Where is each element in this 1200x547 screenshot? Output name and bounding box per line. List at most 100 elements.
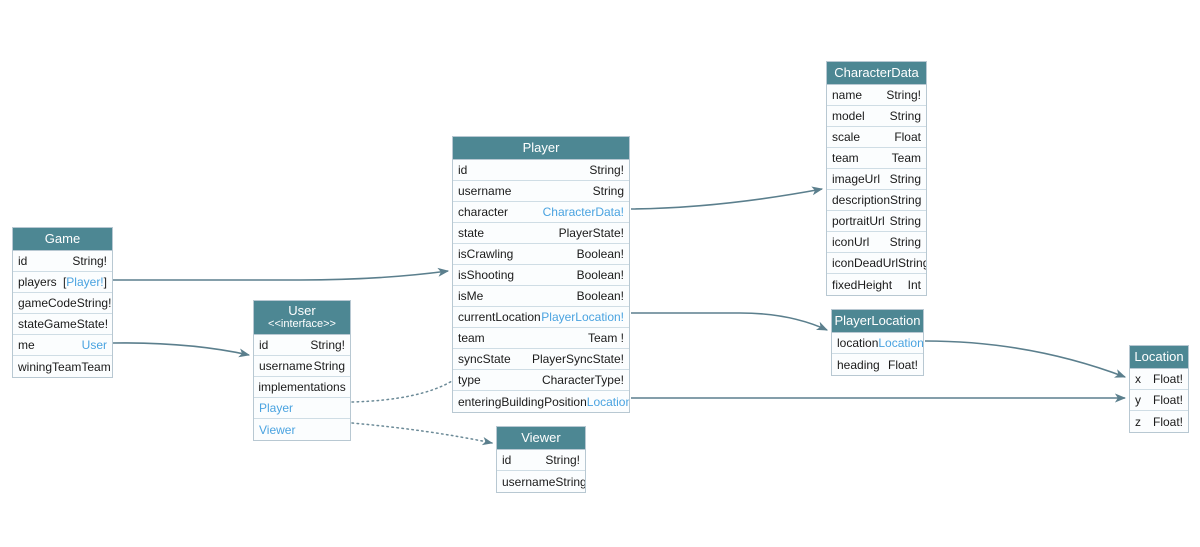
entity-user-stereotype: <<interface>> (268, 318, 336, 330)
field-row[interactable]: name String! (827, 85, 926, 106)
field-row[interactable]: iconDeadUrl String (827, 253, 926, 274)
field-type: String! (72, 254, 107, 268)
implementations-text: implementations (258, 380, 346, 394)
field-name: username (458, 184, 512, 198)
field-name: iconDeadUrl (832, 256, 899, 270)
field-row[interactable]: description String (827, 190, 926, 211)
field-row[interactable]: scale Float (827, 127, 926, 148)
field-row[interactable]: y Float! (1130, 390, 1188, 411)
field-row[interactable]: id String! (254, 335, 350, 356)
field-type: Float (894, 130, 921, 144)
entity-location-title: Location (1130, 346, 1188, 369)
field-name: team (458, 331, 485, 345)
field-name: scale (832, 130, 861, 144)
field-type: Float! (887, 357, 918, 372)
field-name: username (259, 359, 313, 373)
field-row[interactable]: isShooting Boolean! (453, 265, 629, 286)
bracket-close: ] (103, 275, 107, 289)
field-row[interactable]: id String! (453, 160, 629, 181)
field-row[interactable]: id String! (13, 251, 112, 272)
field-row[interactable]: winingTeam Team (13, 356, 112, 377)
field-name: imageUrl (832, 172, 881, 186)
field-type-link[interactable]: PlayerLocation! (541, 310, 624, 324)
edge-game-me-to-user (112, 342, 251, 358)
field-row[interactable]: players [Player!] (13, 272, 112, 293)
field-name: username (502, 474, 556, 489)
field-name: model (832, 109, 865, 123)
field-type-link[interactable]: Player! (66, 275, 104, 289)
field-row[interactable]: username String (254, 356, 350, 377)
edge-user-viewer-implementation (351, 422, 494, 446)
field-row[interactable]: iconUrl String (827, 232, 926, 253)
field-row[interactable]: team Team ! (453, 328, 629, 349)
field-name: location (837, 336, 879, 350)
field-type: [Player!] (63, 275, 107, 289)
field-row[interactable]: type CharacterType! (453, 370, 629, 391)
field-row[interactable]: fixedHeight Int (827, 274, 926, 295)
entity-user-title: User <<interface>> (254, 301, 350, 335)
field-type-link[interactable]: User (81, 338, 107, 352)
field-type: String (592, 184, 624, 198)
implementation-row[interactable]: Viewer (254, 419, 350, 440)
entity-viewer-title: Viewer (497, 427, 585, 450)
field-name: syncState (458, 352, 511, 366)
field-row[interactable]: x Float! (1130, 369, 1188, 390)
field-name: state (458, 226, 485, 240)
field-type-link[interactable]: CharacterData! (542, 205, 624, 219)
field-name: players (18, 275, 57, 289)
implementation-link-viewer[interactable]: Viewer (259, 422, 296, 437)
field-type: String (313, 359, 345, 373)
entity-characterdata[interactable]: CharacterData name String! model String … (826, 61, 927, 296)
implementation-link-player[interactable]: Player (259, 401, 294, 415)
field-row[interactable]: username String (453, 181, 629, 202)
field-row[interactable]: character CharacterData! (453, 202, 629, 223)
entity-characterdata-title: CharacterData (827, 62, 926, 85)
entity-playerlocation[interactable]: PlayerLocation location Location! headin… (831, 309, 924, 376)
field-row[interactable]: isCrawling Boolean! (453, 244, 629, 265)
field-row[interactable]: id String! (497, 450, 585, 471)
field-row[interactable]: currentLocation PlayerLocation! (453, 307, 629, 328)
entity-viewer[interactable]: Viewer id String! username String (496, 426, 586, 493)
field-row[interactable]: username String (497, 471, 585, 492)
entity-user[interactable]: User <<interface>> id String! username S… (253, 300, 351, 441)
entity-player[interactable]: Player id String! username String charac… (452, 136, 630, 413)
bracket-open: [ (62, 275, 67, 289)
field-row[interactable]: state GameState! (13, 314, 112, 335)
field-row[interactable]: imageUrl String (827, 169, 926, 190)
implementation-row[interactable]: Player (254, 398, 350, 419)
field-name: y (1135, 393, 1141, 407)
edge-playerlocation-location-to-location (924, 340, 1127, 378)
field-type: String! (886, 88, 921, 102)
field-row[interactable]: z Float! (1130, 411, 1188, 432)
field-name: isShooting (458, 268, 515, 282)
field-type: PlayerSyncState! (531, 352, 624, 366)
field-name: state (18, 317, 45, 331)
field-name: isMe (458, 289, 484, 303)
field-row[interactable]: me User (13, 335, 112, 356)
field-type: CharacterType! (541, 373, 624, 387)
field-row[interactable]: enteringBuildingPosition Location (453, 391, 629, 412)
field-row[interactable]: state PlayerState! (453, 223, 629, 244)
field-type: String (898, 256, 926, 270)
field-name: gameCode (18, 296, 77, 310)
field-type-link[interactable]: Location (586, 394, 629, 409)
entity-game-title: Game (13, 228, 112, 251)
field-type: String! (76, 296, 112, 310)
field-type: String (889, 214, 921, 228)
field-row[interactable]: team Team (827, 148, 926, 169)
field-row[interactable]: model String (827, 106, 926, 127)
field-type: Float! (1152, 414, 1183, 429)
field-row[interactable]: syncState PlayerSyncState! (453, 349, 629, 370)
field-row[interactable]: gameCode String! (13, 293, 112, 314)
entity-location[interactable]: Location x Float! y Float! z Float! (1129, 345, 1189, 433)
entity-game[interactable]: Game id String! players [Player!] gameCo… (12, 227, 113, 378)
field-type: Float! (1152, 393, 1183, 407)
field-row[interactable]: isMe Boolean! (453, 286, 629, 307)
field-row[interactable]: heading Float! (832, 354, 923, 375)
field-row[interactable]: portraitUrl String (827, 211, 926, 232)
field-row[interactable]: location Location! (832, 333, 923, 354)
field-name: x (1135, 372, 1141, 386)
field-name: team (832, 151, 859, 165)
field-type-link[interactable]: Location! (878, 336, 923, 350)
